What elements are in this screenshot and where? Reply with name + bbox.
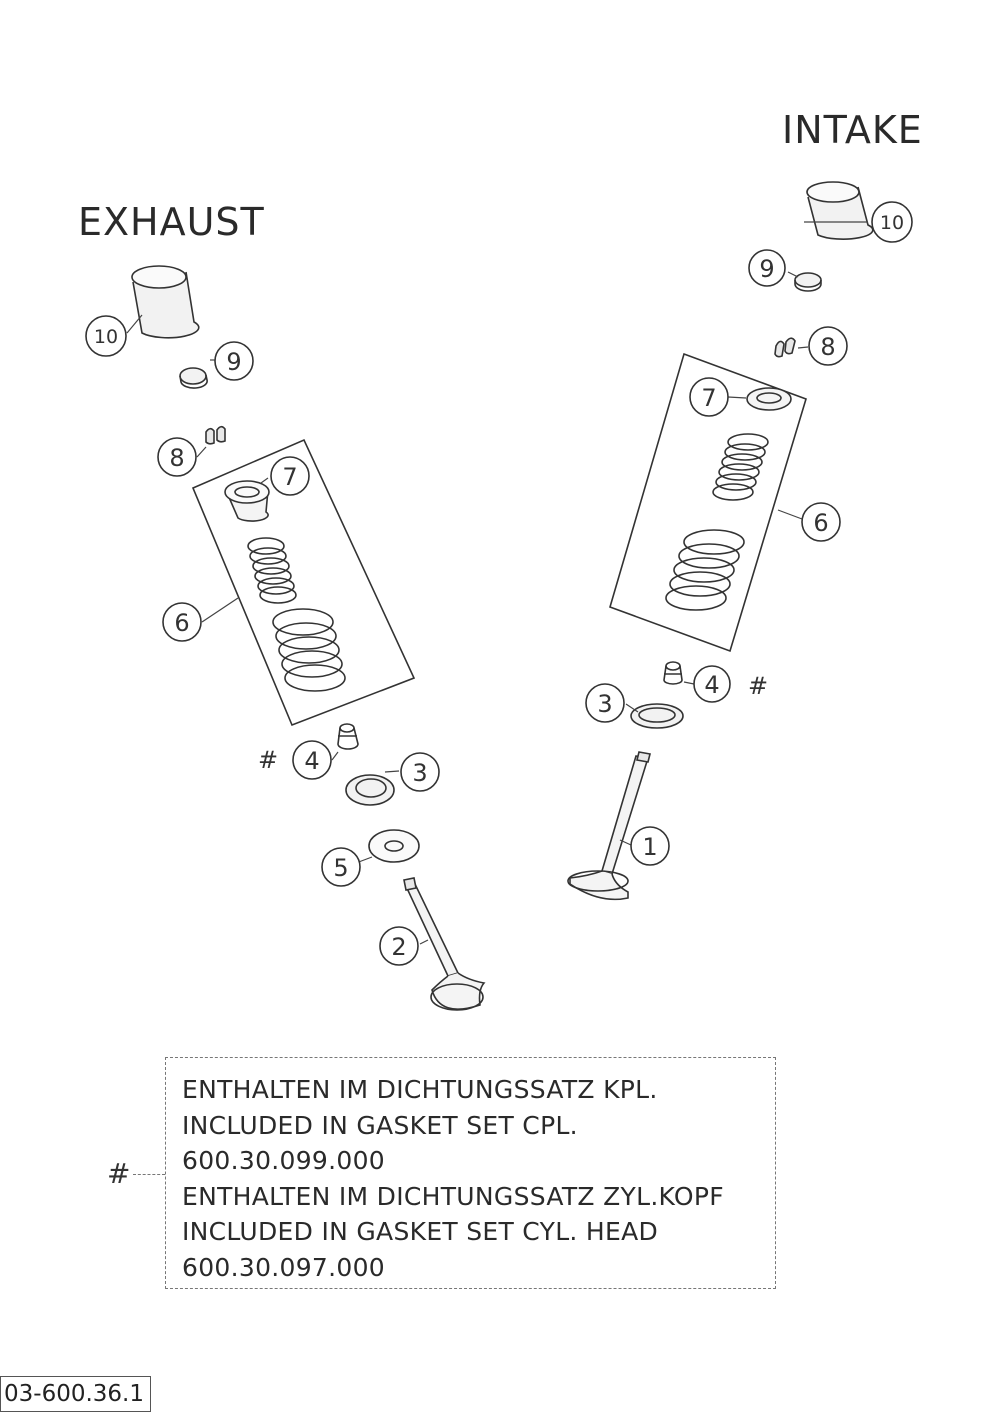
callout-6-intake-text: 6 — [813, 509, 828, 537]
callout-7-exhaust-text: 7 — [282, 463, 297, 491]
exhaust-shim-part — [179, 367, 208, 389]
callout-7-intake — [689, 377, 729, 417]
callout-8-exhaust-text: 8 — [169, 444, 184, 472]
callout-4-exhaust-text: 4 — [304, 747, 319, 775]
note-line: INCLUDED IN GASKET SET CPL. — [182, 1110, 578, 1140]
intake-spring-seat-part — [630, 703, 684, 729]
callout-1-intake — [630, 826, 670, 866]
intake-spring-set-box — [609, 352, 807, 653]
callout-4-exhaust — [292, 740, 332, 780]
callout-6-exhaust-text: 6 — [174, 609, 189, 637]
exhaust-outer-spring-part — [272, 608, 346, 692]
exhaust-stem-seal-part — [337, 723, 359, 750]
exhaust-spring-set-box — [191, 438, 416, 727]
callout-5-exhaust — [321, 847, 361, 887]
intake-outer-spring-part — [665, 529, 745, 611]
callout-10-intake — [871, 201, 913, 243]
callout-9-intake-text: 9 — [759, 255, 774, 283]
intake-tappet-part — [806, 181, 874, 240]
callout-10-intake-text: 10 — [880, 212, 904, 234]
intake-stem-seal-part — [663, 661, 683, 685]
callout-6-exhaust — [162, 602, 202, 642]
note-leader-line — [133, 1174, 165, 1175]
callout-circles — [85, 201, 913, 966]
intake-valve-part — [567, 751, 651, 901]
note-line: INCLUDED IN GASKET SET CYL. HEAD — [182, 1217, 659, 1246]
callout-2-exhaust — [379, 926, 419, 966]
exhaust-keepers-part — [205, 425, 226, 445]
intake-retainer-part — [746, 387, 792, 411]
exhaust-inner-spring-part — [247, 537, 297, 604]
gasket-set-note: ENTHALTEN IM DICHTUNGSSATZ KPL. INCLUDED… — [165, 1057, 776, 1289]
exhaust-heading: EXHAUST — [78, 200, 265, 244]
note-line: 600.30.097.000 — [182, 1252, 386, 1282]
note-line: 600.30.099.000 — [182, 1146, 386, 1175]
callout-7-intake-text: 7 — [701, 384, 716, 412]
callout-8-exhaust — [157, 437, 197, 477]
exhaust-valve-part — [403, 877, 486, 1011]
note-line: ENTHALTEN IM DICHTUNGSSATZ KPL. — [182, 1075, 658, 1104]
callout-7-exhaust — [270, 456, 310, 496]
exhaust-washer-part — [368, 829, 420, 863]
callout-4-intake-text: 4 — [704, 671, 719, 699]
document-id: 03-600.36.1 — [0, 1376, 151, 1412]
intake-keepers-part — [774, 337, 796, 358]
hash-mark-exhaust: # — [258, 746, 278, 774]
note-line: ENTHALTEN IM DICHTUNGSSATZ ZYL.KOPF — [182, 1181, 724, 1211]
callout-3-intake-text: 3 — [597, 690, 612, 718]
exhaust-spring-seat-part — [345, 774, 395, 806]
callout-10-exhaust — [85, 315, 127, 357]
callout-4-intake — [693, 665, 731, 703]
hash-mark-intake: # — [748, 672, 768, 700]
callout-3-exhaust-text: 3 — [412, 759, 427, 787]
callout-3-exhaust — [400, 752, 440, 792]
note-hash-marker: # — [107, 1157, 131, 1190]
callout-5-exhaust-text: 5 — [333, 854, 348, 882]
callout-6-intake — [801, 502, 841, 542]
callout-10-exhaust-text: 10 — [94, 326, 118, 348]
intake-heading: INTAKE — [782, 108, 923, 152]
callout-1-intake-text: 1 — [642, 833, 657, 861]
callout-9-intake — [748, 249, 786, 287]
callout-2-exhaust-text: 2 — [391, 933, 406, 961]
intake-shim-part — [794, 272, 822, 292]
callout-8-intake — [808, 326, 848, 366]
callout-9-exhaust — [214, 341, 254, 381]
callout-8-intake-text: 8 — [820, 333, 835, 361]
callout-9-exhaust-text: 9 — [226, 348, 241, 376]
exhaust-retainer-part — [224, 480, 270, 522]
callout-3-intake — [585, 683, 625, 723]
leader-lines — [126, 221, 868, 945]
intake-inner-spring-part — [712, 433, 769, 501]
exhaust-tappet-part — [131, 265, 200, 339]
